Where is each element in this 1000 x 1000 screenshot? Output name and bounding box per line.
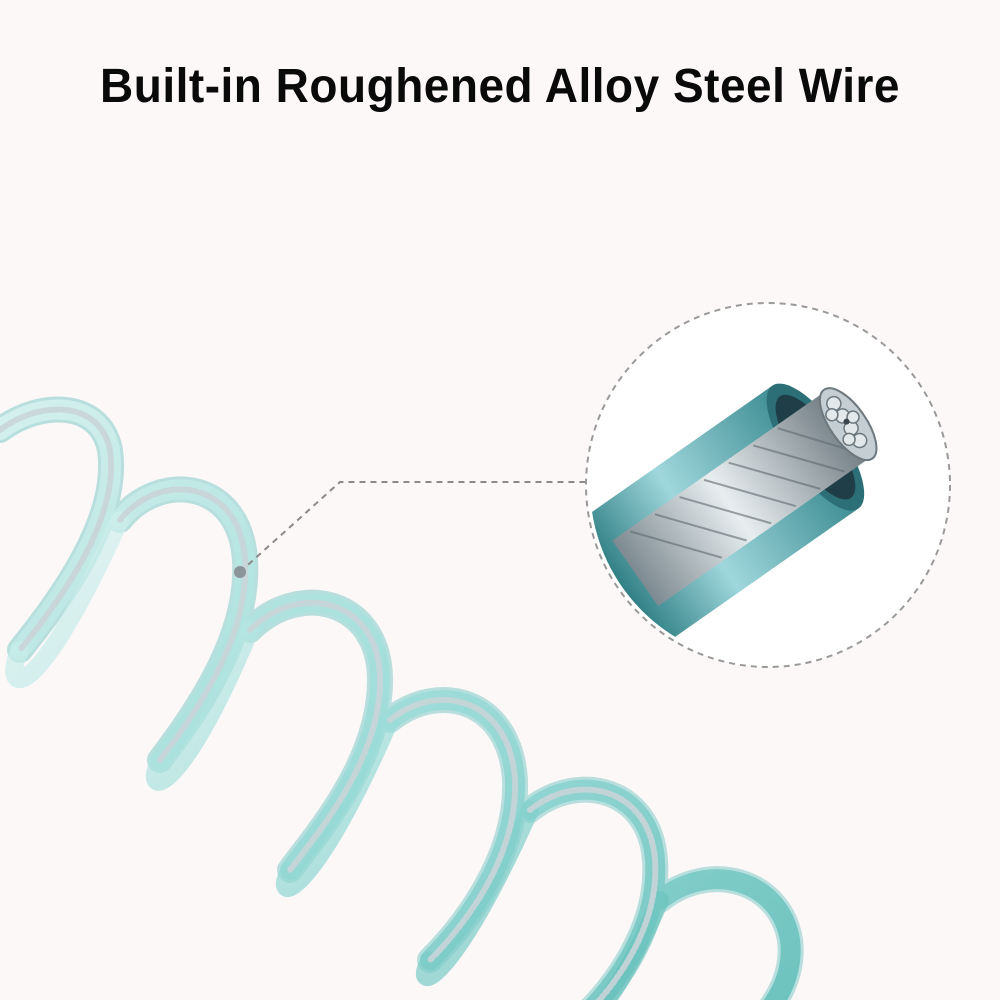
coiled-cable <box>0 396 804 1000</box>
steel-wire-zoom-icon <box>585 302 951 668</box>
callout-point-icon <box>234 566 246 578</box>
headline: Built-in Roughened Alloy Steel Wire <box>100 57 900 113</box>
callout-line <box>234 481 590 578</box>
